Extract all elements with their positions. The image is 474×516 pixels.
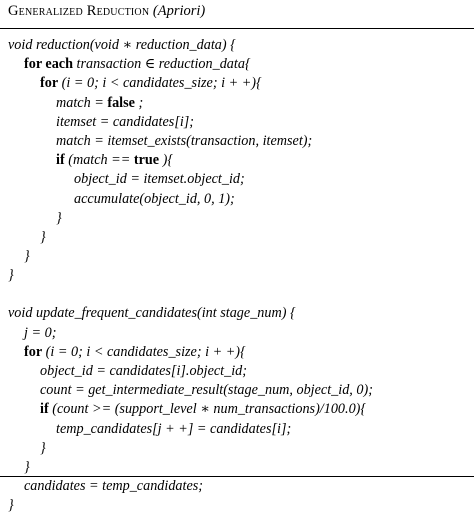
- reduction-line: }: [0, 247, 474, 266]
- code-text: for (i = 0; i < candidates_size; i + +){: [40, 75, 262, 92]
- code-text: void reduction(void ∗ reduction_data) {: [8, 37, 236, 53]
- caption-subtitle: (Apriori): [152, 3, 206, 19]
- update-line: for (i = 0; i < candidates_size; i + +){: [0, 343, 474, 362]
- figure-caption: Generalized Reduction (Apriori): [8, 2, 205, 20]
- reduction-line: object_id = itemset.object_id;: [0, 170, 474, 189]
- update-line: candidates = temp_candidates;: [0, 477, 474, 496]
- code-listing: void reduction(void ∗ reduction_data) { f…: [0, 36, 474, 516]
- code-text: temp_candidates[j + +] = candidates[i];: [56, 420, 292, 437]
- blank-line: [0, 285, 474, 304]
- update-candidates-function: void update_frequent_candidates(int stag…: [0, 304, 474, 515]
- top-rule: [0, 28, 474, 29]
- code-text: if (count >= (support_level ∗ num_transa…: [40, 401, 367, 418]
- caption-title: Generalized Reduction: [8, 3, 150, 19]
- reduction-line: match = false ;: [0, 94, 474, 113]
- code-text: }: [40, 439, 46, 456]
- update-line: if (count >= (support_level ∗ num_transa…: [0, 400, 474, 419]
- reduction-line: match = itemset_exists(transaction, item…: [0, 132, 474, 151]
- reduction-line: itemset = candidates[i];: [0, 113, 474, 132]
- code-text: }: [8, 267, 14, 284]
- update-line: temp_candidates[j + +] = candidates[i];: [0, 420, 474, 439]
- reduction-line: for each transaction ∈ reduction_data{: [0, 55, 474, 74]
- code-text: count = get_intermediate_result(stage_nu…: [40, 382, 373, 399]
- code-text: candidates = temp_candidates;: [24, 478, 203, 495]
- code-text: j = 0;: [24, 324, 57, 341]
- reduction-line: for (i = 0; i < candidates_size; i + +){: [0, 74, 474, 93]
- reduction-line: void reduction(void ∗ reduction_data) {: [0, 36, 474, 55]
- reduction-line: }: [0, 209, 474, 228]
- reduction-line: if (match == true ){: [0, 151, 474, 170]
- update-line: object_id = candidates[i].object_id;: [0, 362, 474, 381]
- code-text: match = false ;: [56, 94, 144, 111]
- update-line: void update_frequent_candidates(int stag…: [0, 304, 474, 323]
- code-text: }: [8, 497, 14, 514]
- reduction-line: }: [0, 228, 474, 247]
- code-text: }: [24, 458, 30, 475]
- code-text: }: [24, 248, 30, 265]
- code-text: object_id = itemset.object_id;: [74, 171, 245, 188]
- code-text: if (match == true ){: [56, 152, 174, 169]
- code-text: }: [40, 228, 46, 245]
- code-text: itemset = candidates[i];: [56, 113, 195, 130]
- code-text: void update_frequent_candidates(int stag…: [8, 305, 296, 322]
- bottom-rule: [0, 476, 474, 477]
- code-text: match = itemset_exists(transaction, item…: [56, 132, 313, 149]
- code-text: accumulate(object_id, 0, 1);: [74, 190, 235, 207]
- reduction-line: }: [0, 266, 474, 285]
- update-line: count = get_intermediate_result(stage_nu…: [0, 381, 474, 400]
- code-text: }: [56, 209, 62, 226]
- code-text: for (i = 0; i < candidates_size; i + +){: [24, 343, 246, 360]
- update-line: }: [0, 496, 474, 515]
- reduction-function: void reduction(void ∗ reduction_data) { f…: [0, 36, 474, 285]
- update-line: }: [0, 439, 474, 458]
- update-line: j = 0;: [0, 324, 474, 343]
- update-line: }: [0, 458, 474, 477]
- code-text: object_id = candidates[i].object_id;: [40, 363, 247, 379]
- code-text: for each transaction ∈ reduction_data{: [24, 56, 251, 73]
- reduction-line: accumulate(object_id, 0, 1);: [0, 190, 474, 209]
